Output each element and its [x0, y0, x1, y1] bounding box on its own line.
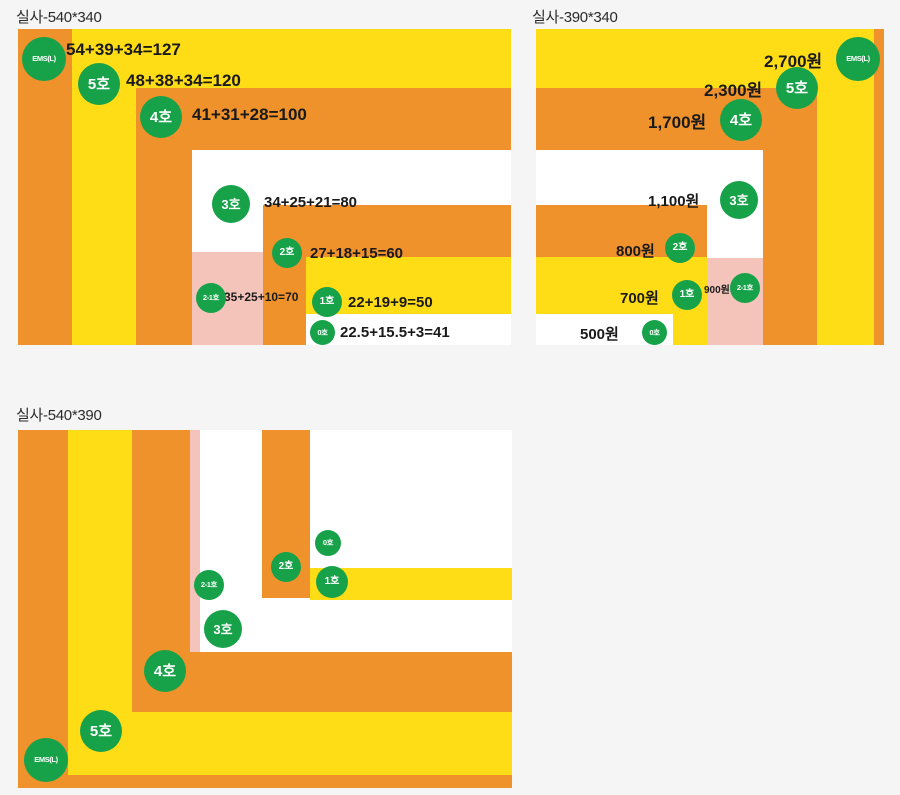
formula-2ho: 27+18+15=60: [310, 245, 404, 262]
panel-540-340: EMS(L) 5호 4호 3호 2호 2-1호 1호 0호 54+39+34=1…: [18, 29, 511, 345]
panel-title-540-390: 실사-540*390: [16, 407, 102, 424]
badge-label: 2호: [279, 247, 295, 258]
badge-label: 1호: [324, 576, 340, 587]
price-ems: 2,700원: [764, 52, 823, 71]
badge-4ho[interactable]: 4호: [140, 96, 182, 138]
band-2-1ho-pink: [707, 258, 763, 345]
badge-3ho[interactable]: 3호: [212, 185, 250, 223]
badge-3ho[interactable]: 3호: [720, 181, 758, 219]
formula-3ho: 34+25+21=80: [264, 194, 358, 211]
badge-ems-l[interactable]: EMS(L): [24, 738, 68, 782]
badge-ems-l[interactable]: EMS(L): [836, 37, 880, 81]
band-3ho-white-lower: [310, 600, 512, 652]
panel-title-390-340: 실사-390*340: [532, 9, 618, 26]
badge-label-inner: 1호: [319, 296, 335, 307]
badge-label: 5호: [89, 722, 113, 740]
badge-label: 5호: [785, 79, 809, 97]
badge-5ho[interactable]: 5호: [80, 710, 122, 752]
badge-1ho[interactable]: 1호: [672, 280, 702, 310]
badge-0ho[interactable]: 0호: [642, 320, 667, 345]
badge-label: EMS(L): [34, 755, 58, 765]
price-2-1ho: 900원: [704, 285, 730, 296]
price-0ho: 500원: [580, 326, 619, 343]
badge-ems-l[interactable]: EMS(L): [22, 37, 66, 81]
badge-label: 2호: [672, 242, 688, 253]
formula-ems: 54+39+34=127: [66, 40, 181, 59]
badge-label: 3호: [213, 621, 233, 637]
panel-390-340: EMS(L) 5호 4호 3호 2호 2-1호 1호 0호 2,700원 2,3…: [536, 29, 884, 345]
badge-2-1ho[interactable]: 2-1호: [194, 570, 224, 600]
badge-label: 4호: [729, 111, 753, 129]
band-2-1ho-pink: [190, 430, 200, 652]
badge-5ho[interactable]: 5호: [78, 63, 120, 105]
badge-2ho[interactable]: 2호: [665, 233, 695, 263]
badge-2-1ho[interactable]: 2-1호: [730, 273, 760, 303]
badge-label: 5호: [87, 75, 111, 93]
price-2ho: 800원: [616, 243, 655, 260]
badge-label: 2-1호: [202, 293, 220, 303]
badge-5ho[interactable]: 5호: [776, 67, 818, 109]
panel-540-390: EMS(L) 5호 4호 3호 2-1호 2호 1호 0호: [18, 430, 512, 788]
badge-label: 2-1호: [736, 283, 754, 293]
formula-5ho: 48+38+34=120: [126, 71, 241, 90]
badge-label: EMS(L): [846, 54, 870, 64]
price-5ho: 2,300원: [704, 81, 763, 100]
badge-0ho[interactable]: 0호: [310, 320, 335, 345]
formula-2-1ho: 35+25+10=70: [224, 290, 299, 304]
badge-2ho[interactable]: 2호: [272, 238, 302, 268]
badge-2ho[interactable]: 2호: [271, 552, 301, 582]
band-ems-orange-col: [874, 29, 884, 345]
badge-label: 1호: [679, 289, 695, 300]
badge-label: 3호: [729, 192, 749, 208]
badge-label: 3호: [221, 196, 241, 212]
formula-4ho: 41+31+28=100: [192, 105, 307, 124]
band-0ho-white: [306, 314, 511, 345]
price-1ho: 700원: [620, 290, 659, 307]
formula-0ho: 22.5+15.5+3=41: [340, 324, 450, 341]
badge-label: 0호: [649, 327, 660, 337]
badge-2-1ho[interactable]: 2-1호: [196, 283, 226, 313]
price-3ho: 1,100원: [648, 193, 700, 210]
badge-label: 2호: [278, 561, 294, 572]
badge-label: 1호: [320, 297, 335, 307]
band-ems-orange-col: [18, 29, 72, 345]
badge-3ho[interactable]: 3호: [204, 610, 242, 648]
badge-label: 0호: [322, 538, 334, 548]
badge-4ho[interactable]: 4호: [720, 99, 762, 141]
badge-4ho[interactable]: 4호: [144, 650, 186, 692]
badge-label: EMS(L): [32, 54, 56, 64]
panel-title-540-340: 실사-540*340: [16, 9, 102, 26]
formula-1ho: 22+19+9=50: [348, 294, 433, 311]
badge-label: 2-1호: [200, 580, 218, 590]
price-4ho: 1,700원: [648, 113, 707, 132]
badge-1ho[interactable]: 1호: [316, 566, 348, 598]
badge-label: 4호: [153, 662, 177, 680]
badge-0ho[interactable]: 0호: [315, 530, 341, 556]
badge-label: 0호: [317, 327, 328, 337]
badge-1ho[interactable]: 1호: [312, 287, 342, 317]
badge-label: 4호: [149, 108, 173, 126]
